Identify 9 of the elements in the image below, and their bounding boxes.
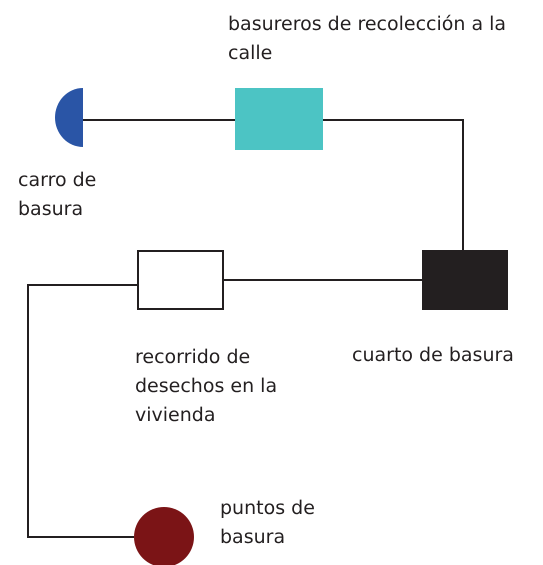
node-label: recorrido de desechos en la vivienda (135, 345, 278, 428)
node-label: cuarto de basura (352, 343, 515, 368)
connector-line (27, 284, 137, 538)
node-label: puntos de basura (220, 496, 316, 550)
connector-line (83, 119, 235, 121)
node-label: basureros de recolección a la calle (228, 12, 508, 66)
node-label: carro de basura (18, 168, 98, 222)
connector-line (224, 279, 422, 281)
connector-line (323, 119, 464, 250)
